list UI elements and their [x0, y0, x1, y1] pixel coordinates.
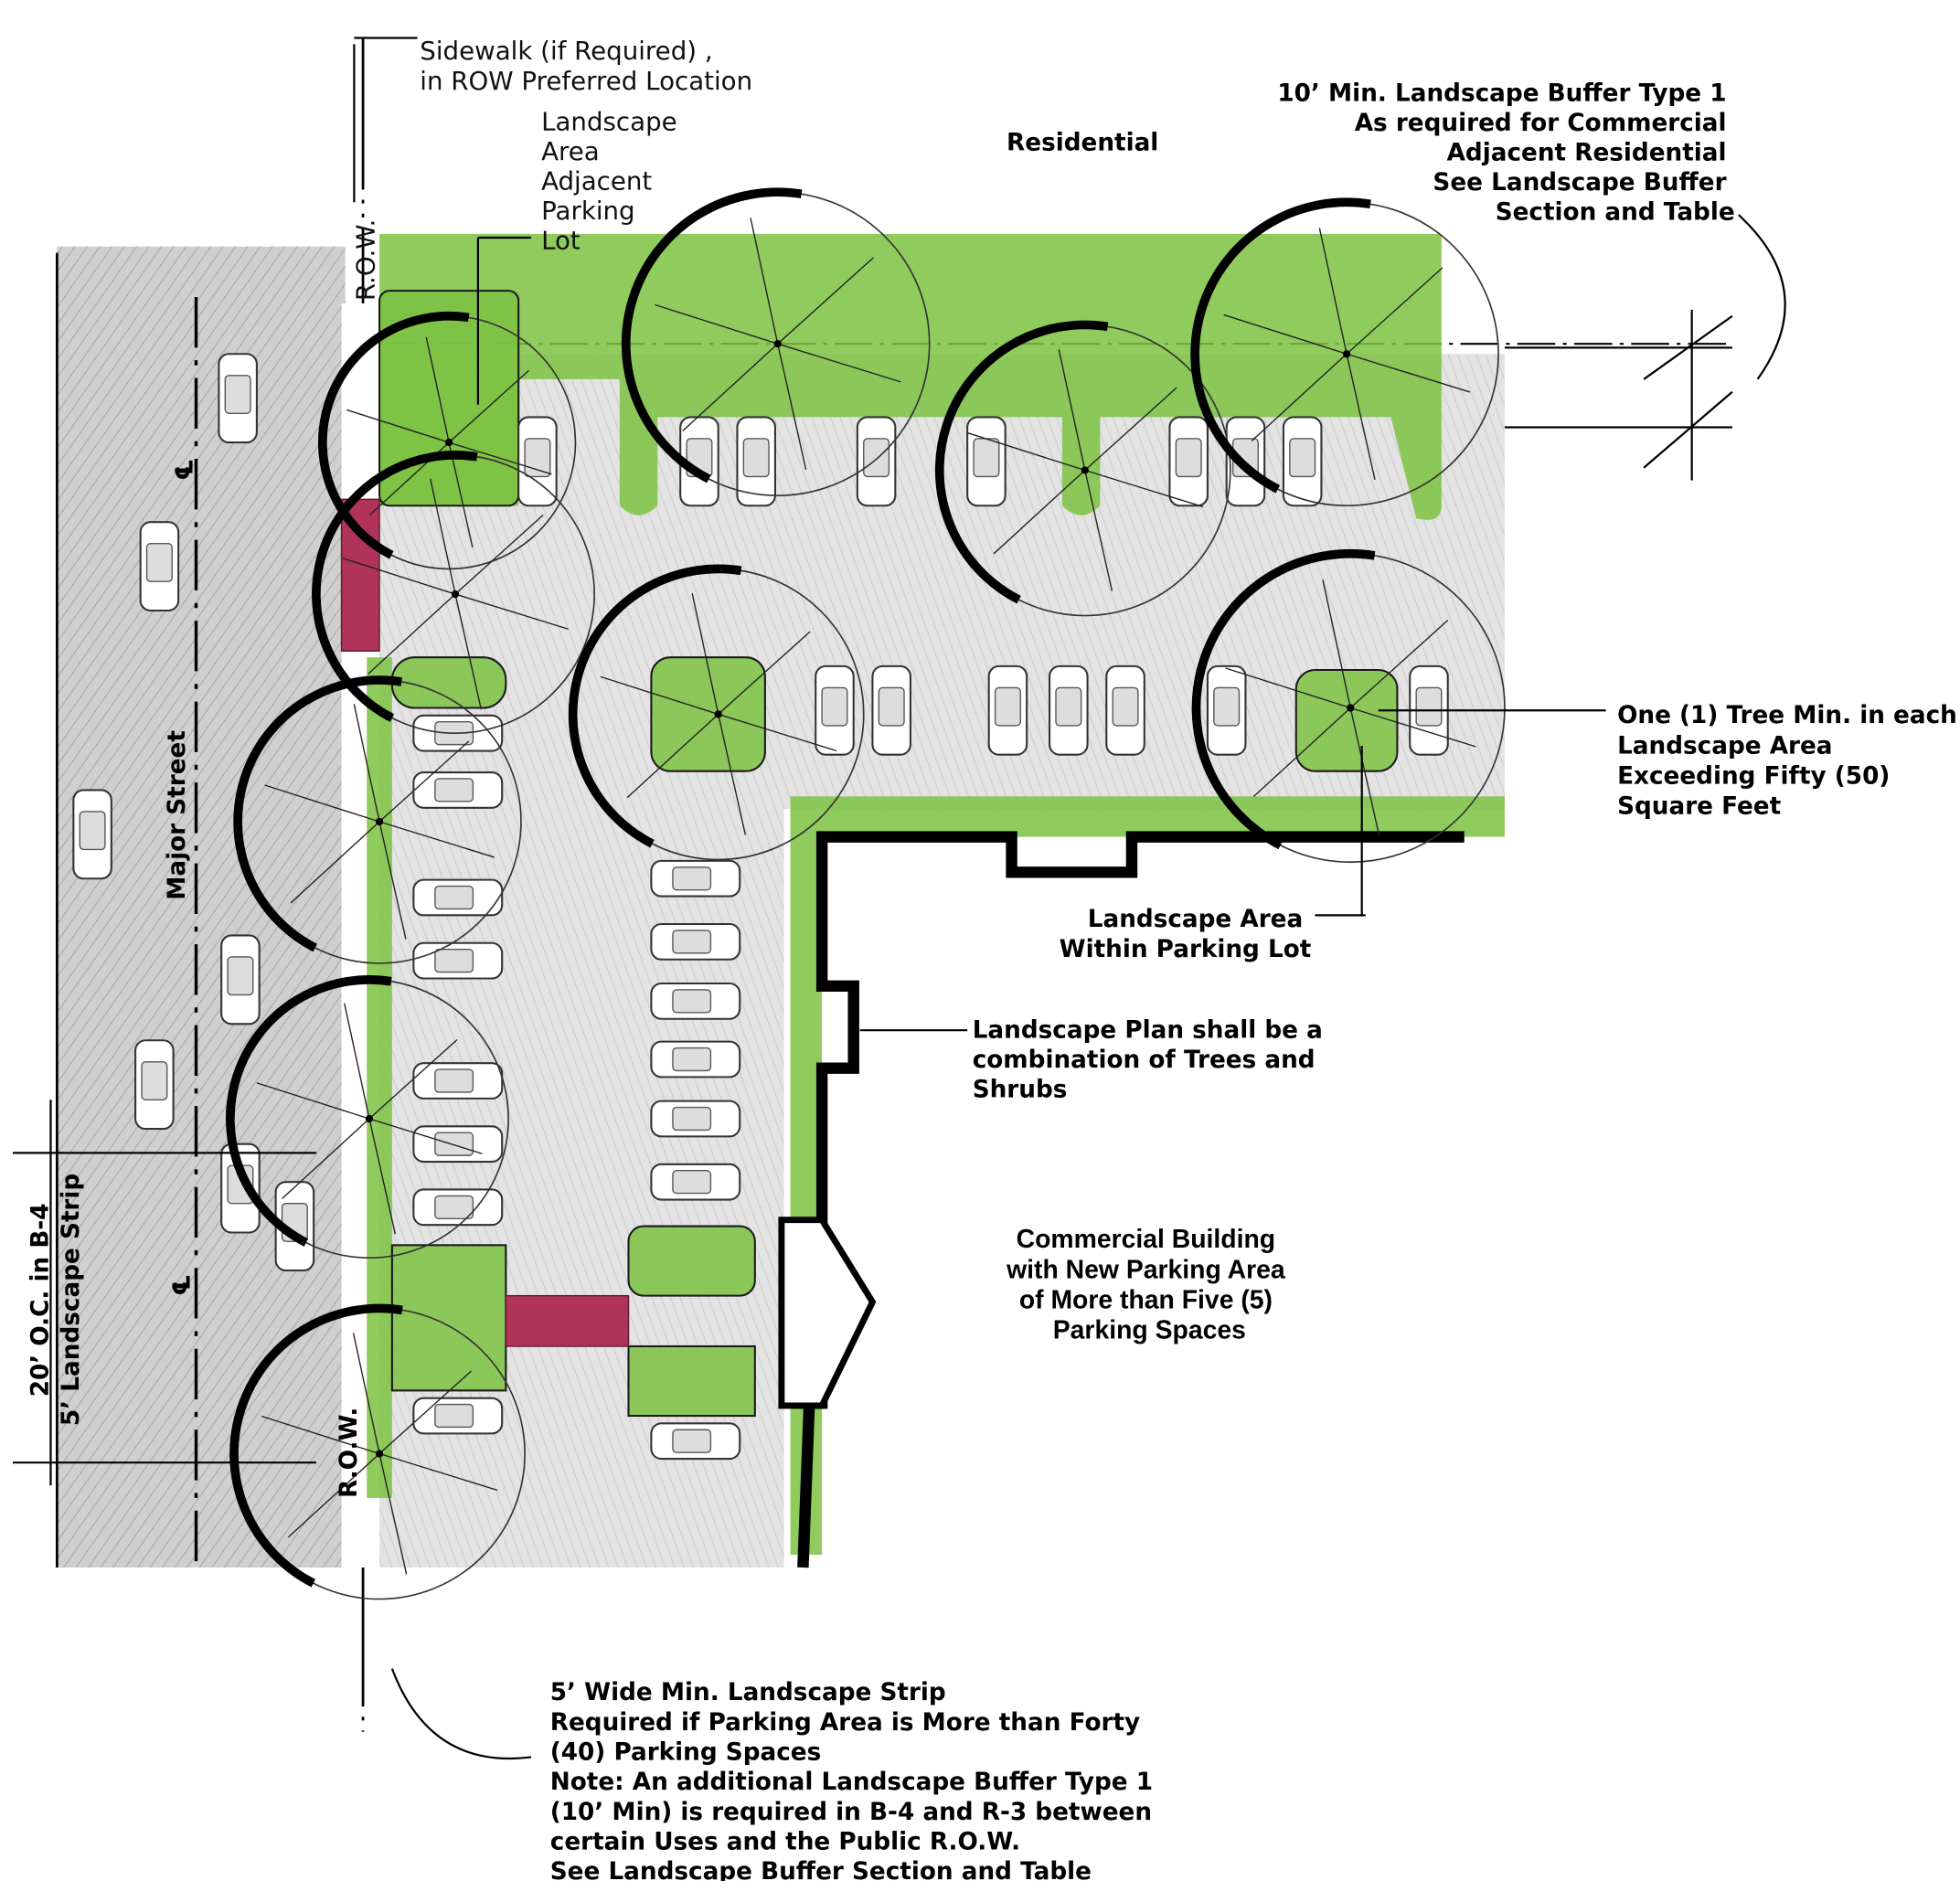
landscape-adjacent-label: Area: [541, 136, 600, 166]
commercial-building-label: Parking Spaces: [1053, 1316, 1246, 1345]
svg-text:One (1) Tree Min. in each: One (1) Tree Min. in each Landscape Area…: [1617, 702, 1960, 821]
strip-note: Note: An additional Landscape Buffer Typ…: [550, 1769, 1153, 1796]
car: [966, 416, 1007, 507]
car: [815, 664, 855, 756]
sidewalk-label: Sidewalk (if Required) ,: [420, 36, 712, 66]
tree-canopy: [621, 187, 931, 496]
commercial-building-label: with New Parking Area: [1006, 1255, 1285, 1284]
tree-canopy: [1190, 197, 1499, 507]
buffer-label: Adjacent Residential: [1447, 140, 1727, 167]
landscape-adjacent-label: Landscape: [541, 106, 677, 136]
strip-note: 5’ Wide Min. Landscape Strip: [550, 1679, 946, 1706]
car: [736, 416, 776, 507]
car: [1168, 416, 1209, 507]
car: [412, 771, 504, 809]
strip-note: certain Uses and the Public R.O.W.: [550, 1828, 1020, 1855]
car: [650, 1422, 741, 1461]
landscape-adjacent-label: Adjacent: [541, 165, 652, 196]
tree-canopy: [226, 975, 509, 1259]
row-label-bottom: R.O.W.: [336, 1408, 363, 1498]
landscape-plan-label: Landscape Plan shall be a: [973, 1016, 1323, 1044]
car: [517, 416, 558, 507]
major-street-pavement: [57, 246, 346, 1568]
landscape-within-label: Landscape Area: [1088, 906, 1303, 933]
parking-lot-pavement: [379, 354, 1505, 1568]
one-tree-label: Square Feet: [1617, 793, 1781, 821]
car: [412, 1188, 504, 1227]
car: [72, 789, 112, 880]
car: [139, 521, 180, 612]
buffer-label: 10’ Min. Landscape Buffer Type 1: [1277, 80, 1726, 108]
strip-width-label: 5’ Landscape Strip: [58, 1174, 85, 1426]
svg-text:Landscape Plan shall be a: Landscape Plan shall be a combination of…: [973, 1016, 1331, 1103]
car: [987, 664, 1028, 756]
one-tree-label: One (1) Tree Min. in each: [1617, 702, 1957, 729]
landscape-areas: [367, 233, 1505, 1556]
centerline-symbol: ℄: [169, 1274, 197, 1296]
dimension-marks: [12, 37, 1786, 1760]
strip-note: (40) Parking Spaces: [550, 1739, 822, 1767]
car: [650, 1100, 741, 1138]
car: [871, 664, 911, 756]
tree-canopy: [568, 564, 865, 861]
one-tree-label: Exceeding Fifty (50): [1617, 762, 1890, 790]
car: [650, 922, 741, 961]
svg-text:5’ Wide Min. Landscape Strip: 5’ Wide Min. Landscape Strip Required if…: [550, 1679, 1161, 1881]
row-label-top: R.O.W.: [351, 219, 381, 301]
buffer-label: As required for Commercial: [1355, 110, 1727, 137]
car: [1105, 664, 1145, 756]
landscape-adjacent-label: Parking: [541, 196, 635, 226]
oc-spacing-label: 20’ O.C. in B-4: [27, 1203, 55, 1397]
commercial-building-label: Commercial Building: [1017, 1225, 1275, 1254]
landscape-plan-label: Shrubs: [973, 1077, 1068, 1104]
car: [412, 1062, 504, 1100]
tree-canopy: [934, 320, 1231, 617]
strip-note: Required if Parking Area is More than Fo…: [550, 1709, 1140, 1737]
car: [650, 1040, 741, 1079]
buffer-label: See Landscape Buffer: [1433, 169, 1726, 197]
car: [412, 878, 504, 917]
landscape-plan-label: combination of Trees and: [973, 1047, 1316, 1074]
one-tree-label: Landscape Area: [1617, 732, 1832, 760]
car: [412, 1125, 504, 1164]
major-street-label: Major Street: [164, 730, 191, 900]
car: [650, 1163, 741, 1201]
trees: [226, 187, 1506, 1600]
tree-canopy: [229, 1303, 526, 1600]
landscape-within-label: Within Parking Lot: [1060, 936, 1312, 963]
landscape-adjacent-label: Lot: [541, 225, 581, 255]
svg-text:Sidewalk (if Required) ,in ROW: Sidewalk (if Required) ,in ROW Preferred…: [420, 36, 752, 96]
car: [134, 1039, 175, 1131]
residential-label: Residential: [1007, 130, 1158, 157]
car: [1206, 664, 1247, 756]
tree-canopy: [1191, 549, 1506, 864]
centerline-symbol: ℄: [171, 459, 198, 481]
car: [412, 1397, 504, 1435]
buffer-label: Section and Table: [1496, 199, 1735, 227]
car: [1282, 416, 1323, 507]
strip-note: (10’ Min) is required in B-4 and R-3 bet…: [550, 1799, 1152, 1826]
car: [218, 353, 258, 444]
svg-text:10’ Min. Landscape Buffer Typ: 10’ Min. Landscape Buffer Type 1 As requ…: [1277, 80, 1734, 227]
svg-text:Landscape Area Adjacen: Landscape Area Adjacent Parking Lot: [541, 106, 685, 255]
strip-note: See Landscape Buffer Section and Table: [550, 1858, 1092, 1881]
crosswalks: [340, 498, 630, 1347]
building-entrance: [778, 1217, 877, 1409]
sidewalk-label: in ROW Preferred Location: [420, 66, 752, 96]
svg-text:Landscape Area Within Park: Landscape Area Within Parking Lot: [1060, 906, 1312, 963]
car: [856, 416, 897, 507]
car: [1049, 664, 1089, 756]
car: [274, 1181, 315, 1272]
commercial-building-label: of More than Five (5): [1019, 1285, 1273, 1314]
parked-cars: [72, 353, 1449, 1461]
svg-text:Commercial Building with N: Commercial Building with New Parking Are…: [1006, 1225, 1292, 1345]
tree-canopy: [318, 311, 577, 570]
tree-canopy: [233, 675, 522, 964]
car: [220, 934, 261, 1026]
car: [650, 982, 741, 1020]
car: [412, 941, 504, 980]
car: [650, 859, 741, 898]
